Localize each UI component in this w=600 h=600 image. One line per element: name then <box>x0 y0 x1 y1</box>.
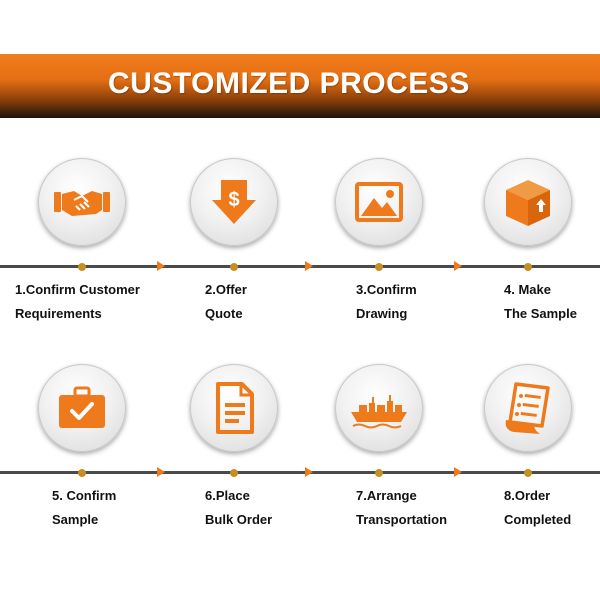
step-3-title: 3.Confirm <box>356 282 417 297</box>
step-3-label: 3.Confirm Drawing <box>356 278 417 326</box>
step-2-title: 2.Offer <box>205 282 247 297</box>
document-icon <box>216 382 254 434</box>
step-7-circle <box>335 364 423 452</box>
step-3-circle <box>335 158 423 246</box>
handshake-icon <box>54 191 110 216</box>
step-1-subtitle: Requirements <box>15 306 102 321</box>
timeline-dot <box>524 263 532 271</box>
step-1-label: 1.Confirm Customer Requirements <box>15 278 140 326</box>
page-title: CUSTOMIZED PROCESS <box>108 67 470 100</box>
timeline-line <box>0 265 600 268</box>
step-6-label: 6.Place Bulk Order <box>205 484 272 532</box>
step-4-title: 4. Make <box>504 282 551 297</box>
step-4-circle <box>484 158 572 246</box>
timeline-arrow-icon <box>157 261 165 271</box>
step-8-label: 8.Order Completed <box>504 484 571 532</box>
timeline-arrow-icon <box>454 467 462 477</box>
timeline-dot <box>230 469 238 477</box>
step-1-circle <box>38 158 126 246</box>
timeline-dot <box>78 263 86 271</box>
price-tag-icon: $ <box>212 180 256 224</box>
timeline-arrow-icon <box>454 261 462 271</box>
header-banner: CUSTOMIZED PROCESS <box>0 54 600 118</box>
step-2-label: 2.Offer Quote <box>205 278 247 326</box>
step-7-title: 7.Arrange <box>356 488 417 503</box>
step-8-circle <box>484 364 572 452</box>
timeline-dot <box>78 469 86 477</box>
timeline-dot <box>375 469 383 477</box>
timeline-dot <box>230 263 238 271</box>
timeline-arrow-icon <box>305 261 313 271</box>
step-5-title: 5. Confirm <box>52 488 117 503</box>
step-7-label: 7.Arrange Transportation <box>356 484 447 532</box>
step-5-circle <box>38 364 126 452</box>
step-5-subtitle: Sample <box>52 512 99 527</box>
step-1-title: 1.Confirm Customer <box>15 282 140 297</box>
picture-icon <box>355 182 403 222</box>
timeline-arrow-icon <box>305 467 313 477</box>
svg-text:$: $ <box>228 189 239 211</box>
ship-icon <box>351 395 407 429</box>
step-6-subtitle: Bulk Order <box>205 512 273 527</box>
step-2-subtitle: Quote <box>205 306 243 321</box>
step-6-title: 6.Place <box>205 488 250 503</box>
step-8-title: 8.Order <box>504 488 551 503</box>
timeline-dot <box>524 469 532 477</box>
step-7-subtitle: Transportation <box>356 512 448 527</box>
step-2-circle: $ <box>190 158 278 246</box>
timeline-dot <box>375 263 383 271</box>
briefcase-check-icon <box>59 386 105 428</box>
receipt-icon <box>505 382 550 434</box>
step-3-subtitle: Drawing <box>356 306 408 321</box>
step-6-circle <box>190 364 278 452</box>
timeline-arrow-icon <box>157 467 165 477</box>
step-5-label: 5. Confirm Sample <box>52 484 116 532</box>
box-icon <box>506 180 550 226</box>
timeline-line <box>0 471 600 474</box>
step-8-subtitle: Completed <box>504 512 572 527</box>
step-4-subtitle: The Sample <box>504 306 577 321</box>
step-4-label: 4. Make The Sample <box>504 278 577 326</box>
